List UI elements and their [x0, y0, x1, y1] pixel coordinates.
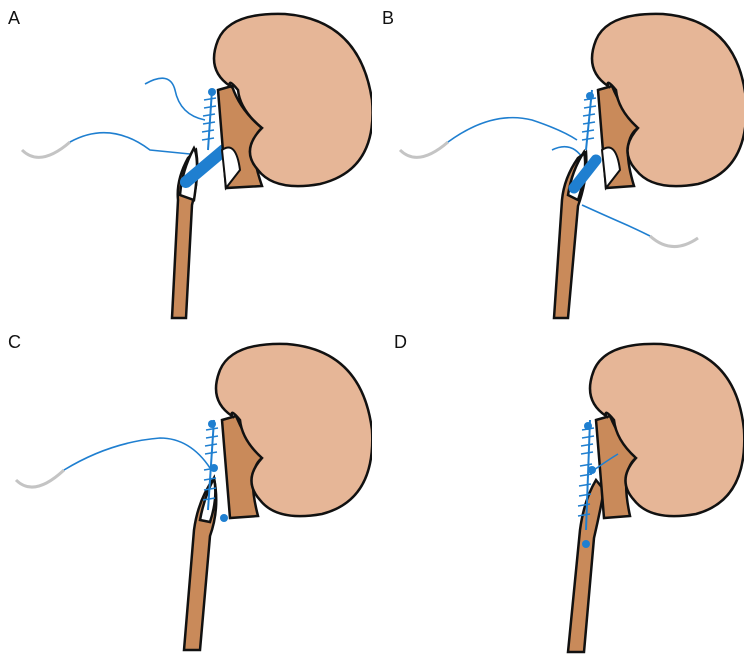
suture-knot-middle [588, 466, 596, 474]
needle-second [650, 236, 698, 247]
panel-b-illustration [372, 0, 744, 330]
panel-d-illustration [372, 330, 744, 660]
needle [400, 142, 448, 157]
suture-knot [586, 92, 594, 100]
suture-thread-second [582, 205, 650, 236]
suture-knot [208, 88, 216, 96]
suture-loop [145, 78, 205, 120]
suture-knot-bottom [220, 514, 228, 522]
suture-knot-middle [210, 464, 218, 472]
suture-thread [64, 438, 210, 470]
suture-knot-top [208, 420, 216, 428]
panel-a-illustration [0, 0, 372, 330]
needle [16, 470, 64, 487]
panel-c-illustration [0, 330, 372, 660]
panel-b: B [372, 0, 744, 330]
suture-thread [70, 133, 190, 154]
suture-knot-bottom [582, 540, 590, 548]
suture-knot-top [584, 422, 592, 430]
suture-thread [448, 118, 577, 142]
panel-a: A [0, 0, 372, 330]
panel-c: C [0, 330, 372, 660]
needle [22, 142, 70, 157]
panel-d: D [372, 330, 744, 660]
